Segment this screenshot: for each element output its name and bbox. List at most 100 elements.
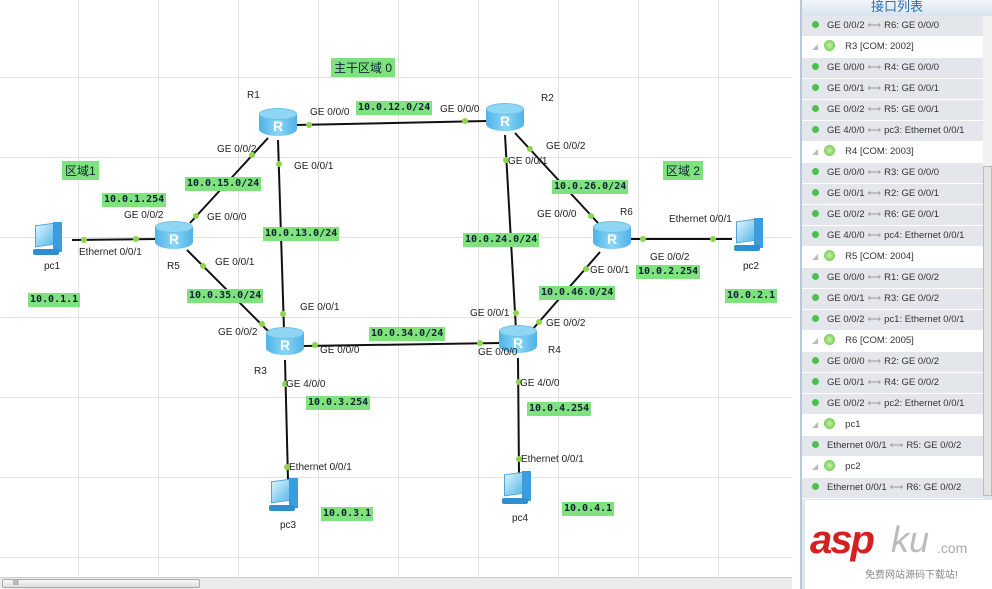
port-dot[interactable]	[516, 456, 522, 462]
local-port: GE 0/0/0	[827, 356, 865, 367]
expand-icon[interactable]: ◢	[812, 462, 819, 471]
remote-port: R6: GE 0/0/2	[906, 482, 962, 493]
port-dot[interactable]	[503, 157, 509, 163]
router-r5[interactable]: R	[155, 221, 193, 251]
interface-row[interactable]: GE 0/0/2⟷R6: GE 0/0/1	[802, 205, 983, 226]
topology-canvas[interactable]: 主干区域 0 区域1 区域 2 R R R R R R R1 R2 R5 R6 …	[0, 0, 792, 589]
status-icon	[812, 357, 819, 364]
remote-port: R2: GE 0/0/2	[884, 356, 940, 367]
port-dot[interactable]	[259, 321, 265, 327]
interface-row[interactable]: GE 0/0/2⟷R6: GE 0/0/0	[802, 16, 983, 37]
link-arrow-icon: ⟷	[867, 398, 882, 409]
device-group-row[interactable]: ◢R5 [COM: 2004]	[802, 247, 983, 268]
watermark-logo: asp ku .com 免费网站源码下载站!	[805, 500, 992, 589]
port-dot[interactable]	[516, 379, 522, 385]
port-dot[interactable]	[477, 340, 483, 346]
interface-row[interactable]: GE 0/0/1⟷R4: GE 0/0/2	[802, 373, 983, 394]
device-group-row[interactable]: ◢pc1	[802, 415, 983, 436]
device-label: R6	[620, 207, 633, 218]
interface-row[interactable]: GE 0/0/0⟷R2: GE 0/0/2	[802, 352, 983, 373]
interface-row[interactable]: GE 4/0/0⟷pc4: Ethernet 0/0/1	[802, 226, 983, 247]
device-group-row[interactable]: ◢R6 [COM: 2005]	[802, 331, 983, 352]
link-r4-pc4[interactable]	[517, 357, 520, 476]
link-r3-r4[interactable]	[303, 342, 501, 347]
scrollbar-thumb[interactable]	[983, 166, 992, 496]
remote-port: R1: GE 0/0/1	[884, 83, 940, 94]
local-port: GE 0/0/2	[827, 209, 865, 220]
link-r1-r2[interactable]	[295, 120, 488, 126]
interface-row[interactable]: GE 0/0/2⟷pc1: Ethernet 0/0/1	[802, 310, 983, 331]
status-icon	[812, 63, 819, 70]
port-label: GE 0/0/1	[508, 156, 548, 167]
local-port: GE 0/0/2	[827, 398, 865, 409]
port-label: GE 0/0/2	[546, 141, 586, 152]
port-dot[interactable]	[312, 342, 318, 348]
port-dot[interactable]	[536, 319, 542, 325]
expand-icon[interactable]: ◢	[812, 336, 819, 345]
interface-row[interactable]: GE 0/0/2⟷pc2: Ethernet 0/0/1	[802, 394, 983, 415]
expand-icon[interactable]: ◢	[812, 42, 819, 51]
router-r3[interactable]: R	[266, 327, 304, 357]
link-arrow-icon: ⟷	[867, 62, 882, 73]
vertical-scrollbar[interactable]	[983, 16, 992, 496]
link-r2-r4[interactable]	[504, 134, 517, 331]
network-label: 10.0.2.254	[636, 265, 701, 279]
router-r6[interactable]: R	[593, 221, 631, 251]
port-dot[interactable]	[280, 311, 286, 317]
device-group-row[interactable]: ◢pc2	[802, 457, 983, 478]
interface-row[interactable]: GE 0/0/0⟷R1: GE 0/0/2	[802, 268, 983, 289]
link-r3-pc3[interactable]	[284, 359, 289, 481]
port-dot[interactable]	[284, 464, 290, 470]
port-label: GE 0/0/1	[590, 265, 630, 276]
local-port: GE 0/0/0	[827, 272, 865, 283]
remote-port: pc2: Ethernet 0/0/1	[884, 398, 965, 409]
interface-row[interactable]: GE 0/0/1⟷R3: GE 0/0/2	[802, 289, 983, 310]
expand-icon[interactable]: ◢	[812, 420, 819, 429]
router-r4[interactable]: R	[499, 325, 537, 355]
interface-row[interactable]: GE 4/0/0⟷pc3: Ethernet 0/0/1	[802, 121, 983, 142]
port-dot[interactable]	[193, 213, 199, 219]
device-group-row[interactable]: ◢R3 [COM: 2002]	[802, 37, 983, 58]
port-dot[interactable]	[640, 236, 646, 242]
interface-row[interactable]: Ethernet 0/0/1⟷R5: GE 0/0/2	[802, 436, 983, 457]
port-label: GE 0/0/0	[310, 107, 350, 118]
port-dot[interactable]	[462, 118, 468, 124]
expand-icon[interactable]: ◢	[812, 252, 819, 261]
port-dot[interactable]	[583, 266, 589, 272]
scrollbar-thumb[interactable]: III	[2, 579, 200, 588]
remote-port: R5: GE 0/0/2	[906, 440, 962, 451]
port-dot[interactable]	[282, 381, 288, 387]
remote-port: R4: GE 0/0/0	[884, 62, 940, 73]
port-dot[interactable]	[513, 310, 519, 316]
port-dot[interactable]	[710, 236, 716, 242]
pc-pc1[interactable]	[33, 222, 63, 256]
port-dot[interactable]	[249, 152, 255, 158]
port-dot[interactable]	[133, 236, 139, 242]
interface-row[interactable]: GE 0/0/0⟷R4: GE 0/0/0	[802, 58, 983, 79]
interface-row[interactable]: Ethernet 0/0/1⟷R6: GE 0/0/2	[802, 478, 983, 499]
interface-row[interactable]: GE 0/0/1⟷R2: GE 0/0/1	[802, 184, 983, 205]
device-group-row[interactable]: ◢R4 [COM: 2003]	[802, 142, 983, 163]
network-label: 10.0.46.0/24	[539, 286, 616, 300]
expand-icon[interactable]: ◢	[812, 147, 819, 156]
interface-row[interactable]: GE 0/0/2⟷R5: GE 0/0/1	[802, 100, 983, 121]
pc-pc4[interactable]	[502, 471, 532, 505]
port-dot[interactable]	[276, 161, 282, 167]
pc-pc3[interactable]	[269, 478, 299, 512]
network-label: 10.0.24.0/24	[463, 233, 540, 247]
interface-row[interactable]: GE 0/0/0⟷R3: GE 0/0/0	[802, 163, 983, 184]
link-arrow-icon: ⟷	[867, 272, 882, 283]
port-label: Ethernet 0/0/1	[289, 462, 352, 473]
interface-row[interactable]: GE 0/0/1⟷R1: GE 0/0/1	[802, 79, 983, 100]
port-dot[interactable]	[527, 146, 533, 152]
port-dot[interactable]	[588, 213, 594, 219]
router-r1[interactable]: R	[259, 108, 297, 138]
status-icon	[812, 378, 819, 385]
router-r2[interactable]: R	[486, 103, 524, 133]
port-dot[interactable]	[306, 122, 312, 128]
port-dot[interactable]	[200, 263, 206, 269]
horizontal-scrollbar[interactable]: III	[0, 577, 792, 589]
local-port: GE 0/0/1	[827, 377, 865, 388]
pc-pc2[interactable]	[734, 218, 764, 252]
port-dot[interactable]	[81, 237, 87, 243]
